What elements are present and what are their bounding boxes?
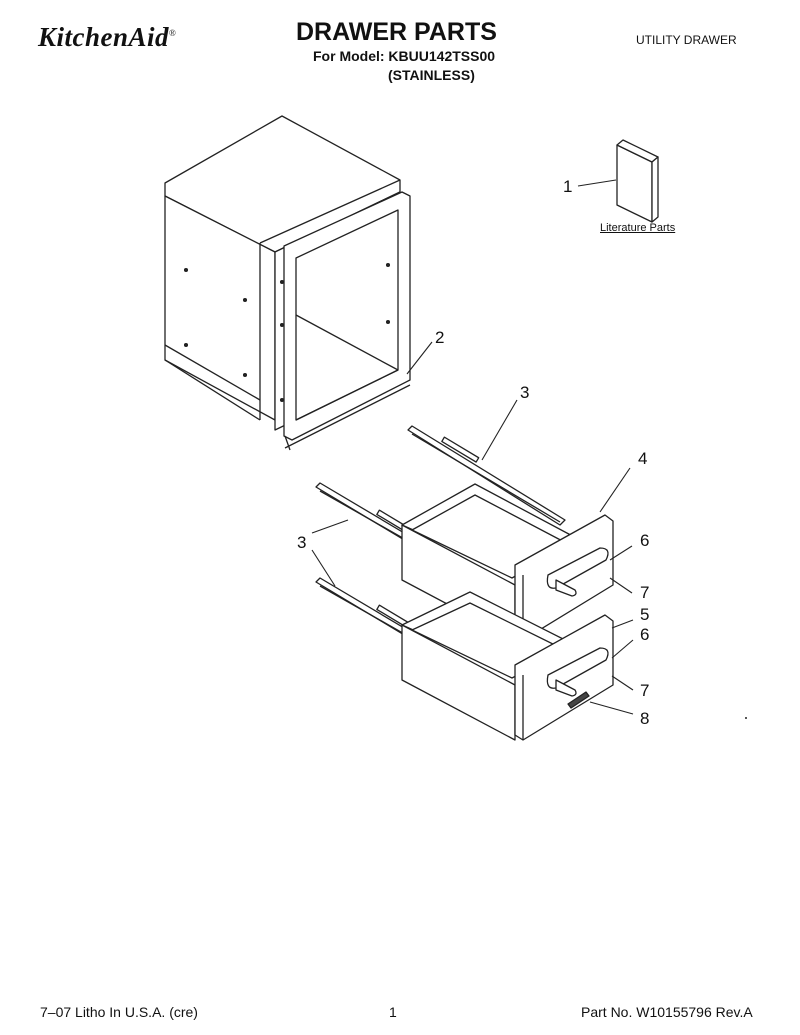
model-line: For Model: KBUU142TSS00 xyxy=(313,48,496,64)
callout-6-upper: 6 xyxy=(640,531,649,550)
model-variant: (STAINLESS) xyxy=(388,67,475,83)
callout-4: 4 xyxy=(638,449,647,468)
callout-8: 8 xyxy=(640,709,649,728)
litho-note: 7–07 Litho In U.S.A. (cre) xyxy=(40,1004,198,1020)
brand-mark: ® xyxy=(169,28,177,38)
page-title: DRAWER PARTS xyxy=(296,18,497,46)
callout-2: 2 xyxy=(435,328,444,347)
callout-5: 5 xyxy=(640,605,649,624)
literature-booklet xyxy=(616,139,659,223)
callout-1: 1 xyxy=(563,177,572,196)
brand-name: KitchenAid xyxy=(38,22,170,52)
category-label: UTILITY DRAWER xyxy=(636,33,737,47)
brand-logo: KitchenAid® xyxy=(38,22,176,53)
callout-3-lower: 3 xyxy=(297,533,306,552)
literature-parts-label: Literature Parts xyxy=(600,222,676,234)
callout-7-upper: 7 xyxy=(640,583,649,602)
part-number: Part No. W10155796 Rev.A xyxy=(581,1004,753,1020)
callout-leaders xyxy=(311,179,634,715)
drawer-slide-rail xyxy=(407,425,566,526)
cabinet-part xyxy=(164,115,411,451)
callout-3-upper: 3 xyxy=(520,383,529,402)
callout-6-lower: 6 xyxy=(640,625,649,644)
page-number: 1 xyxy=(389,1004,397,1020)
callout-7-lower: 7 xyxy=(640,681,649,700)
lower-drawer xyxy=(401,591,614,741)
